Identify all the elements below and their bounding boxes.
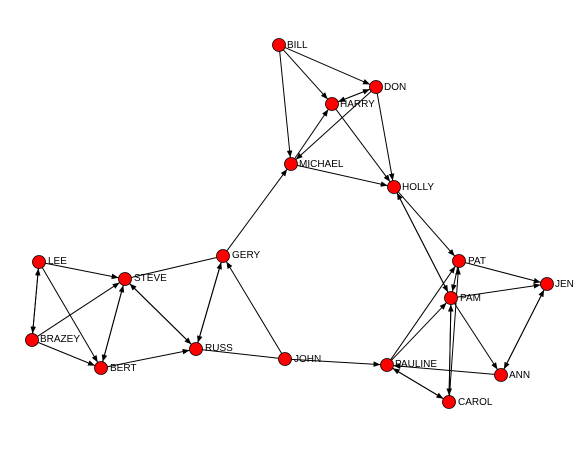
edge-john-pauline [291, 358, 381, 367]
nodes-layer [25, 38, 554, 409]
edge-michael-harry [294, 109, 329, 159]
node-label-don: DON [384, 82, 406, 93]
node-john [278, 352, 292, 366]
edge-don-michael [295, 91, 372, 160]
edge-russ-gery [197, 262, 222, 343]
node-label-steve: STEVE [134, 273, 167, 284]
edge-pauline-pat [390, 266, 456, 360]
node-label-bert: BERT [110, 363, 137, 374]
node-label-holly: HOLLY [402, 182, 434, 193]
node-brazey [25, 333, 39, 347]
node-label-pat: PAT [468, 256, 486, 267]
edge-pam-ann [454, 303, 498, 370]
edge-gery-michael [226, 168, 288, 252]
node-bert [94, 361, 108, 375]
node-michael [284, 157, 298, 171]
node-label-brazey: BRAZEY [40, 334, 80, 345]
edge-brazey-steve [37, 282, 120, 337]
edge-bill-don [284, 47, 371, 85]
edge-brazey-bert [37, 341, 96, 367]
edge-ann-pauline [393, 363, 495, 375]
node-label-pam: PAM [460, 293, 481, 304]
node-harry [325, 97, 339, 111]
edge-steve-gery [131, 257, 217, 278]
edge-russ-john [202, 349, 279, 359]
edge-carol-pauline [392, 367, 444, 400]
node-label-bill: BILL [287, 40, 308, 51]
edge-harry-holly [335, 108, 391, 183]
edge-don-holly [376, 93, 395, 181]
node-label-harry: HARRY [340, 99, 375, 110]
node-carol [442, 395, 456, 409]
node-gery [216, 249, 230, 263]
node-jen [540, 277, 554, 291]
edge-carol-pat [449, 267, 461, 396]
node-pam [444, 291, 458, 305]
node-russ [189, 342, 203, 356]
edge-pauline-pam [391, 302, 447, 361]
node-steve [118, 272, 132, 286]
edge-russ-steve [129, 283, 192, 345]
labels-layer: BILL DON HARRY MICHAEL HOLLY GERY LEE STEVE BRAZ… [40, 40, 574, 408]
node-label-michael: MICHAEL [299, 159, 344, 170]
node-label-gery: GERY [232, 250, 260, 261]
edge-pam-holly [396, 192, 449, 293]
node-label-russ: RUSS [205, 343, 233, 354]
node-holly [387, 180, 401, 194]
node-label-ann: ANN [509, 370, 530, 381]
edge-steve-bert [101, 285, 124, 362]
edge-brazey-lee [32, 268, 41, 334]
edge-lee-steve [45, 262, 119, 280]
node-bill [272, 38, 286, 52]
edges-layer [30, 47, 545, 400]
node-label-john: JOHN [294, 354, 321, 365]
edge-bert-russ [107, 348, 190, 368]
node-label-jen: JEN [555, 279, 574, 290]
edge-michael-holly [297, 164, 388, 187]
edge-pat-jen [465, 262, 541, 284]
edge-bill-michael [279, 51, 293, 158]
node-pauline [380, 358, 394, 372]
node-pat [452, 254, 466, 268]
edge-ann-jen [503, 289, 545, 370]
edge-don-harry [337, 88, 371, 103]
edge-holly-pat [397, 191, 456, 257]
edge-john-gery [225, 261, 283, 354]
node-lee [32, 255, 46, 269]
edge-bill-harry [282, 49, 329, 100]
node-label-carol: CAROL [458, 397, 493, 408]
node-label-lee: LEE [48, 256, 67, 267]
edge-carol-pam [447, 304, 454, 396]
node-don [369, 80, 383, 94]
node-label-pauline: PAULINE [395, 359, 437, 370]
edge-pam-jen [457, 283, 541, 298]
node-ann [494, 368, 508, 382]
